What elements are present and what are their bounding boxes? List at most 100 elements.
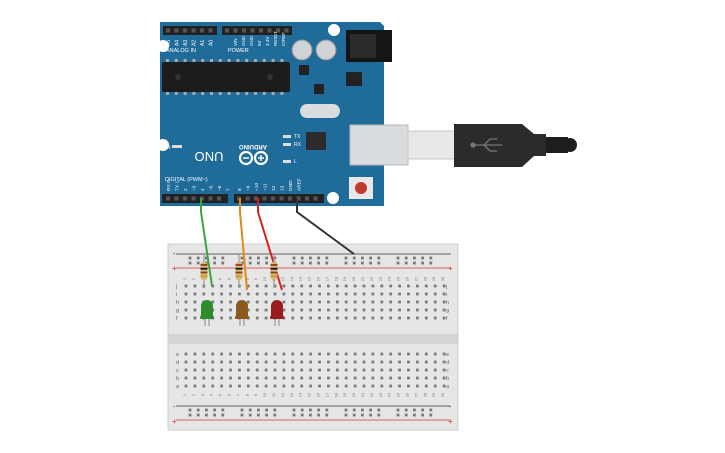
breadboard-hole[interactable] bbox=[184, 352, 188, 356]
breadboard-hole[interactable] bbox=[184, 292, 188, 296]
breadboard-hole[interactable] bbox=[248, 413, 252, 417]
breadboard-hole[interactable] bbox=[309, 408, 312, 412]
breadboard-hole[interactable] bbox=[327, 384, 330, 388]
breadboard-hole[interactable] bbox=[335, 352, 339, 356]
breadboard-hole[interactable] bbox=[433, 368, 437, 372]
digital-pin-hole[interactable] bbox=[313, 196, 318, 201]
breadboard-hole[interactable] bbox=[344, 352, 348, 356]
digital-pin-hole[interactable] bbox=[254, 196, 258, 201]
digital-pin-hole[interactable] bbox=[296, 196, 301, 201]
breadboard-hole[interactable] bbox=[369, 261, 372, 265]
breadboard-hole[interactable] bbox=[238, 352, 241, 356]
breadboard-hole[interactable] bbox=[380, 352, 384, 356]
breadboard-hole[interactable] bbox=[240, 408, 244, 412]
breadboard-hole[interactable] bbox=[352, 408, 356, 412]
header-pin-hole[interactable] bbox=[259, 28, 263, 33]
breadboard-hole[interactable] bbox=[371, 316, 375, 320]
breadboard-hole[interactable] bbox=[193, 292, 197, 296]
breadboard-hole[interactable] bbox=[309, 308, 312, 312]
breadboard-hole[interactable] bbox=[353, 292, 357, 296]
header-pin-hole[interactable] bbox=[200, 28, 204, 33]
digital-pin-hole[interactable] bbox=[279, 196, 284, 201]
breadboard-hole[interactable] bbox=[369, 256, 372, 260]
breadboard-hole[interactable] bbox=[246, 376, 250, 380]
breadboard-hole[interactable] bbox=[353, 368, 357, 372]
breadboard-hole[interactable] bbox=[220, 352, 223, 356]
breadboard-hole[interactable] bbox=[193, 308, 197, 312]
breadboard-hole[interactable] bbox=[291, 292, 295, 296]
breadboard-hole[interactable] bbox=[424, 308, 428, 312]
breadboard-hole[interactable] bbox=[246, 368, 250, 372]
breadboard-hole[interactable] bbox=[377, 408, 381, 412]
breadboard-hole[interactable] bbox=[193, 360, 197, 364]
breadboard-hole[interactable] bbox=[380, 360, 384, 364]
breadboard-hole[interactable] bbox=[273, 376, 277, 380]
breadboard-hole[interactable] bbox=[238, 384, 241, 388]
breadboard-hole[interactable] bbox=[416, 384, 419, 388]
breadboard-hole[interactable] bbox=[300, 308, 304, 312]
breadboard-hole[interactable] bbox=[389, 360, 393, 364]
breadboard-hole[interactable] bbox=[292, 408, 296, 412]
header-pin-hole[interactable] bbox=[242, 28, 246, 33]
breadboard-hole[interactable] bbox=[371, 376, 375, 380]
breadboard-hole[interactable] bbox=[442, 376, 446, 380]
breadboard-hole[interactable] bbox=[416, 376, 419, 380]
breadboard-hole[interactable] bbox=[184, 300, 188, 304]
breadboard-hole[interactable] bbox=[344, 316, 348, 320]
breadboard-hole[interactable] bbox=[300, 316, 304, 320]
breadboard-hole[interactable] bbox=[291, 384, 295, 388]
breadboard-hole[interactable] bbox=[240, 261, 244, 265]
breadboard-hole[interactable] bbox=[309, 384, 312, 388]
breadboard-hole[interactable] bbox=[344, 408, 348, 412]
breadboard-hole[interactable] bbox=[273, 413, 277, 417]
breadboard-hole[interactable] bbox=[184, 384, 188, 388]
breadboard-hole[interactable] bbox=[398, 368, 401, 372]
breadboard-hole[interactable] bbox=[318, 376, 321, 380]
breadboard-hole[interactable] bbox=[424, 300, 428, 304]
breadboard-hole[interactable] bbox=[327, 300, 330, 304]
breadboard-hole[interactable] bbox=[213, 408, 216, 412]
breadboard-hole[interactable] bbox=[273, 292, 277, 296]
breadboard-hole[interactable] bbox=[362, 384, 366, 388]
resistors[interactable] bbox=[200, 254, 278, 288]
breadboard-hole[interactable] bbox=[344, 360, 348, 364]
breadboard-hole[interactable] bbox=[211, 360, 215, 364]
breadboard-hole[interactable] bbox=[238, 360, 241, 364]
breadboard-hole[interactable] bbox=[220, 360, 223, 364]
breadboard-hole[interactable] bbox=[264, 284, 268, 288]
breadboard-hole[interactable] bbox=[309, 413, 312, 417]
digital-pin-hole[interactable] bbox=[305, 196, 309, 201]
breadboard-hole[interactable] bbox=[335, 384, 339, 388]
breadboard-hole[interactable] bbox=[202, 376, 206, 380]
breadboard-hole[interactable] bbox=[282, 308, 286, 312]
breadboard-hole[interactable] bbox=[442, 308, 446, 312]
breadboard-hole[interactable] bbox=[211, 292, 215, 296]
breadboard-hole[interactable] bbox=[413, 261, 416, 265]
breadboard-hole[interactable] bbox=[273, 360, 277, 364]
analog-header[interactable] bbox=[163, 26, 217, 35]
breadboard-hole[interactable] bbox=[205, 408, 208, 412]
breadboard-hole[interactable] bbox=[361, 261, 364, 265]
breadboard-hole[interactable] bbox=[380, 384, 384, 388]
breadboard-hole[interactable] bbox=[211, 300, 215, 304]
breadboard-hole[interactable] bbox=[184, 316, 188, 320]
breadboard-hole[interactable] bbox=[202, 384, 206, 388]
breadboard-hole[interactable] bbox=[362, 316, 366, 320]
breadboard-hole[interactable] bbox=[246, 384, 250, 388]
breadboard-hole[interactable] bbox=[407, 300, 410, 304]
breadboard-hole[interactable] bbox=[273, 284, 277, 288]
header-pin-hole[interactable] bbox=[166, 28, 170, 33]
breadboard-hole[interactable] bbox=[255, 368, 259, 372]
breadboard-hole[interactable] bbox=[433, 300, 437, 304]
breadboard-hole[interactable] bbox=[353, 300, 357, 304]
breadboard-hole[interactable] bbox=[221, 261, 225, 265]
resistor[interactable] bbox=[270, 254, 278, 288]
breadboard-hole[interactable] bbox=[416, 308, 419, 312]
breadboard-hole[interactable] bbox=[240, 256, 244, 260]
breadboard-hole[interactable] bbox=[220, 308, 223, 312]
breadboard-hole[interactable] bbox=[317, 261, 320, 265]
breadboard-hole[interactable] bbox=[300, 384, 304, 388]
breadboard-hole[interactable] bbox=[213, 256, 216, 260]
breadboard-hole[interactable] bbox=[220, 316, 223, 320]
